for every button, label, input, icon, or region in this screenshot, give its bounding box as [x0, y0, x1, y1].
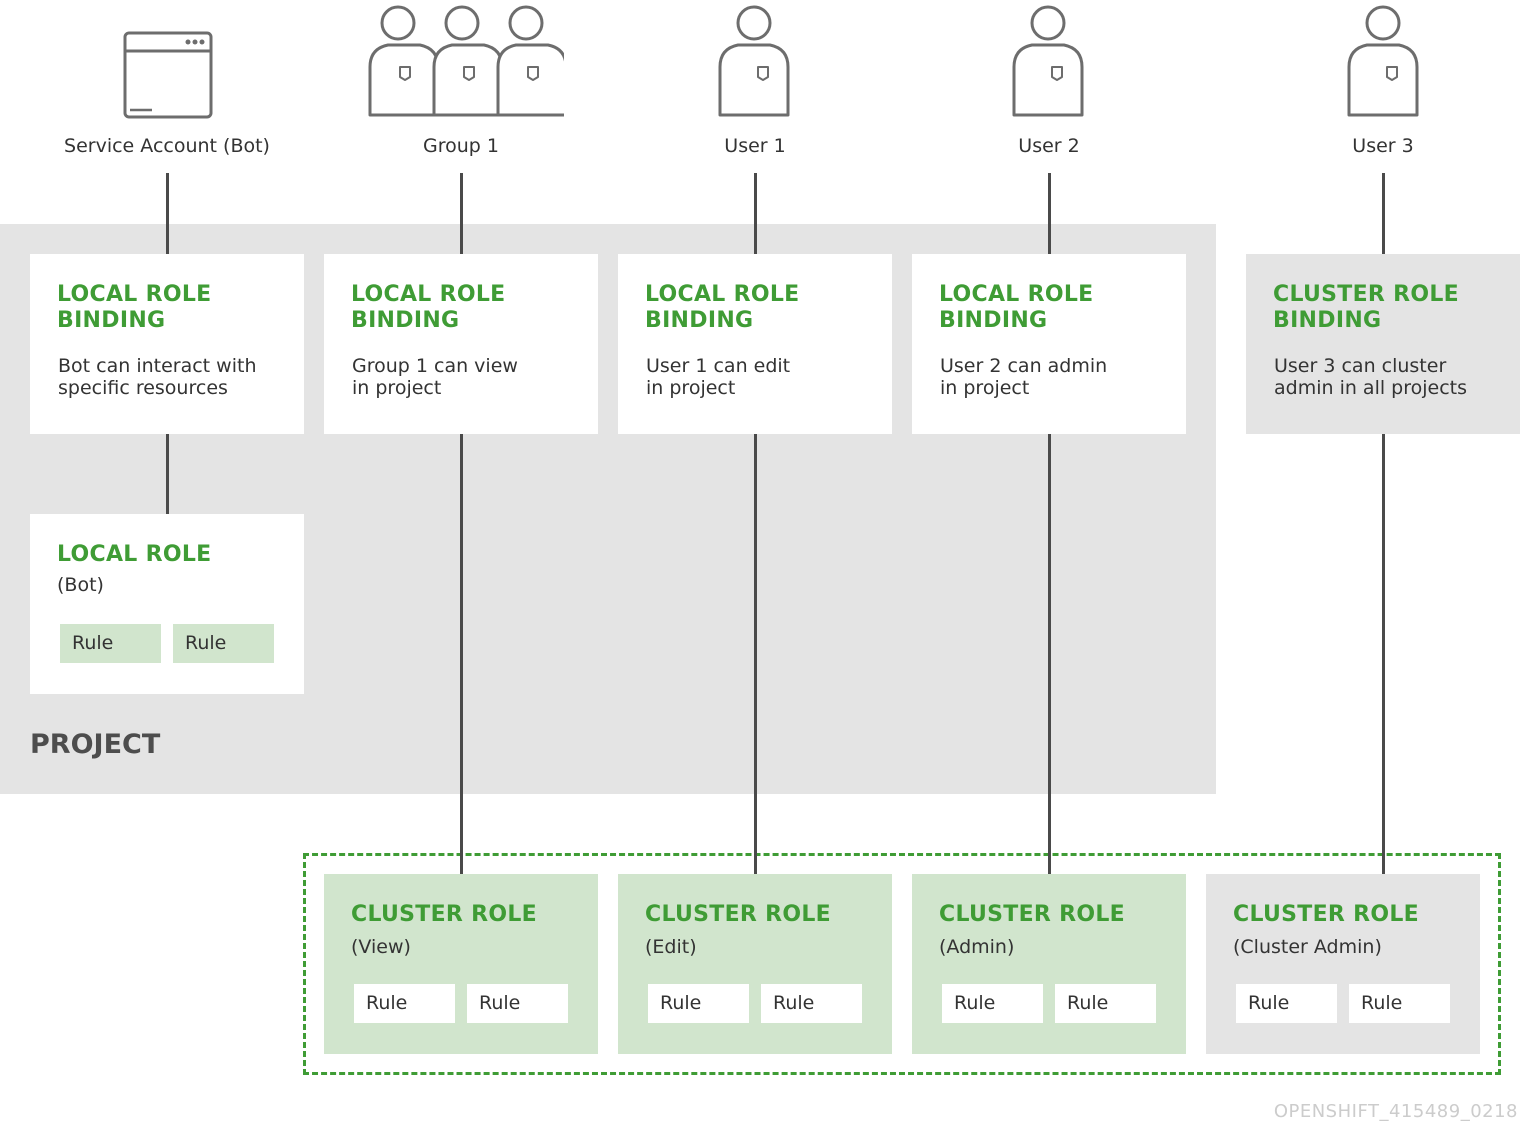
- cluster-role-view: CLUSTER ROLE (View) Rule Rule: [324, 874, 598, 1054]
- role-subtitle: (View): [351, 936, 411, 958]
- role-subtitle: (Edit): [645, 936, 697, 958]
- binding-title: LOCAL ROLE BINDING: [645, 282, 800, 333]
- rule-chip: Rule: [761, 984, 862, 1023]
- binding-title: LOCAL ROLE BINDING: [57, 282, 212, 333]
- binding-title: LOCAL ROLE BINDING: [939, 282, 1094, 333]
- role-subtitle: (Cluster Admin): [1233, 936, 1382, 958]
- user2-label: User 2: [1018, 135, 1080, 157]
- browser-window-icon: [122, 30, 214, 120]
- project-label: PROJECT: [30, 729, 161, 760]
- connector-line: [753, 434, 757, 875]
- binding-title: CLUSTER ROLE BINDING: [1273, 282, 1460, 333]
- rule-chip: Rule: [1236, 984, 1337, 1023]
- role-title: CLUSTER ROLE: [1233, 902, 1420, 927]
- service-account-label: Service Account (Bot): [64, 135, 270, 157]
- rule-chip: Rule: [354, 984, 455, 1023]
- connector-line: [1381, 173, 1385, 255]
- role-title: CLUSTER ROLE: [645, 902, 832, 927]
- binding-description: Group 1 can view in project: [352, 355, 518, 399]
- connector-line: [1047, 173, 1051, 255]
- binding-description: User 3 can cluster admin in all projects: [1274, 355, 1468, 399]
- connector-line: [1047, 434, 1051, 875]
- role-subtitle: (Admin): [939, 936, 1015, 958]
- binding-description: User 2 can admin in project: [940, 355, 1108, 399]
- role-title: LOCAL ROLE: [57, 542, 212, 567]
- role-title: CLUSTER ROLE: [351, 902, 538, 927]
- role-subtitle: (Bot): [57, 574, 104, 596]
- user-icon: [712, 5, 796, 120]
- rule-chip: Rule: [648, 984, 749, 1023]
- group-users-icon: [360, 5, 564, 120]
- rule-chip: Rule: [1349, 984, 1450, 1023]
- binding-description: Bot can interact with specific resources: [58, 355, 257, 399]
- connector-line: [753, 173, 757, 255]
- connector-line: [165, 434, 169, 515]
- group1-label: Group 1: [423, 135, 499, 157]
- user-icon: [1006, 5, 1090, 120]
- connector-line: [1381, 434, 1385, 875]
- connector-line: [459, 173, 463, 255]
- rule-chip: Rule: [60, 624, 161, 663]
- binding-title: LOCAL ROLE BINDING: [351, 282, 506, 333]
- binding-description: User 1 can edit in project: [646, 355, 791, 399]
- local-role-binding-group1: LOCAL ROLE BINDING Group 1 can view in p…: [324, 254, 598, 434]
- user1-label: User 1: [724, 135, 786, 157]
- rule-chip: Rule: [173, 624, 274, 663]
- local-role-bot: LOCAL ROLE (Bot) Rule Rule: [30, 514, 304, 694]
- user-icon: [1341, 5, 1425, 120]
- cluster-role-edit: CLUSTER ROLE (Edit) Rule Rule: [618, 874, 892, 1054]
- connector-line: [459, 434, 463, 875]
- cluster-role-admin: CLUSTER ROLE (Admin) Rule Rule: [912, 874, 1186, 1054]
- user3-label: User 3: [1352, 135, 1414, 157]
- cluster-role-binding-user3: CLUSTER ROLE BINDING User 3 can cluster …: [1246, 254, 1520, 434]
- rule-chip: Rule: [942, 984, 1043, 1023]
- rule-chip: Rule: [467, 984, 568, 1023]
- role-title: CLUSTER ROLE: [939, 902, 1126, 927]
- cluster-roles-container: [303, 853, 1501, 1075]
- figure-id: OPENSHIFT_415489_0218: [1273, 1101, 1518, 1122]
- connector-line: [165, 173, 169, 255]
- cluster-role-cluster-admin: CLUSTER ROLE (Cluster Admin) Rule Rule: [1206, 874, 1480, 1054]
- local-role-binding-bot: LOCAL ROLE BINDING Bot can interact with…: [30, 254, 304, 434]
- rule-chip: Rule: [1055, 984, 1156, 1023]
- local-role-binding-user1: LOCAL ROLE BINDING User 1 can edit in pr…: [618, 254, 892, 434]
- local-role-binding-user2: LOCAL ROLE BINDING User 2 can admin in p…: [912, 254, 1186, 434]
